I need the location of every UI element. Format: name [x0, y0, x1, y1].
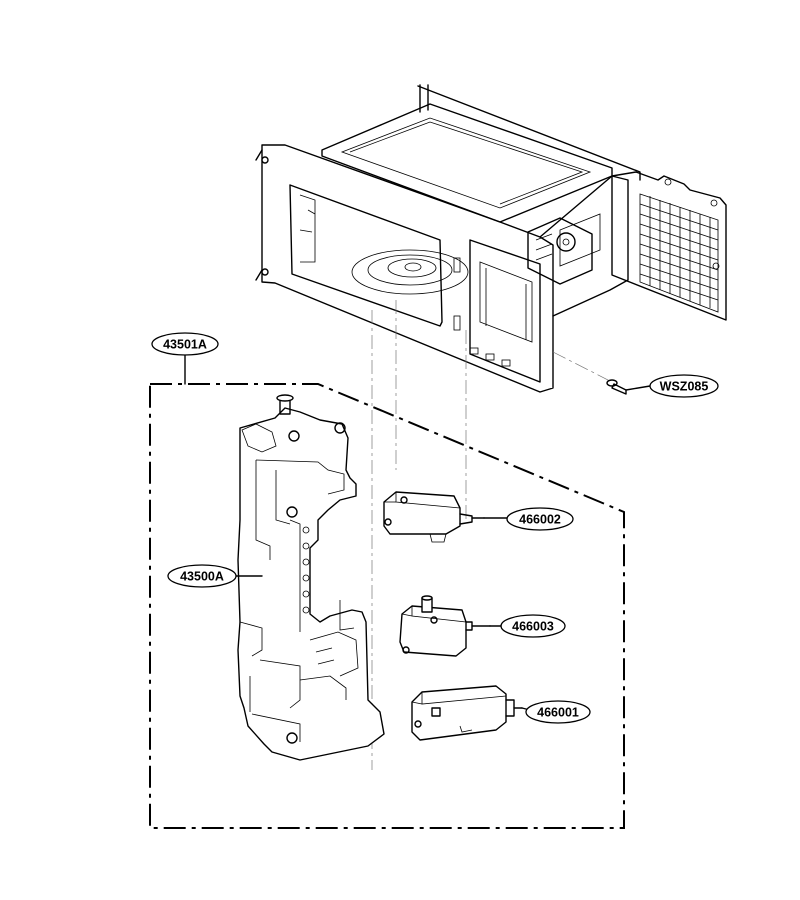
screw-wsz085	[606, 379, 651, 395]
svg-text:466002: 466002	[519, 513, 561, 527]
svg-text:WSZ085: WSZ085	[660, 380, 709, 394]
label-43501A: 43501A	[151, 332, 219, 356]
svg-text:466003: 466003	[512, 620, 554, 634]
motor-mount	[527, 217, 593, 285]
label-466001: 466001	[525, 700, 591, 724]
vent-panel	[611, 171, 727, 321]
microwave-cavity	[255, 84, 727, 393]
assembly-boundary	[149, 351, 625, 829]
turntable	[351, 249, 469, 295]
svg-text:466001: 466001	[537, 706, 579, 720]
switch-466003	[399, 595, 491, 657]
label-43500A: 43500A	[167, 564, 237, 588]
label-WSZ085: WSZ085	[649, 374, 719, 398]
latch-frame	[237, 394, 385, 761]
svg-text:43500A: 43500A	[180, 570, 224, 584]
latch-teeth	[302, 526, 310, 614]
switch-466002	[383, 491, 485, 543]
leader-lines	[235, 517, 531, 711]
label-466002: 466002	[506, 507, 574, 531]
switch-466001	[411, 685, 523, 741]
svg-text:43501A: 43501A	[163, 338, 207, 352]
label-466003: 466003	[500, 614, 566, 638]
center-lines	[371, 300, 613, 770]
